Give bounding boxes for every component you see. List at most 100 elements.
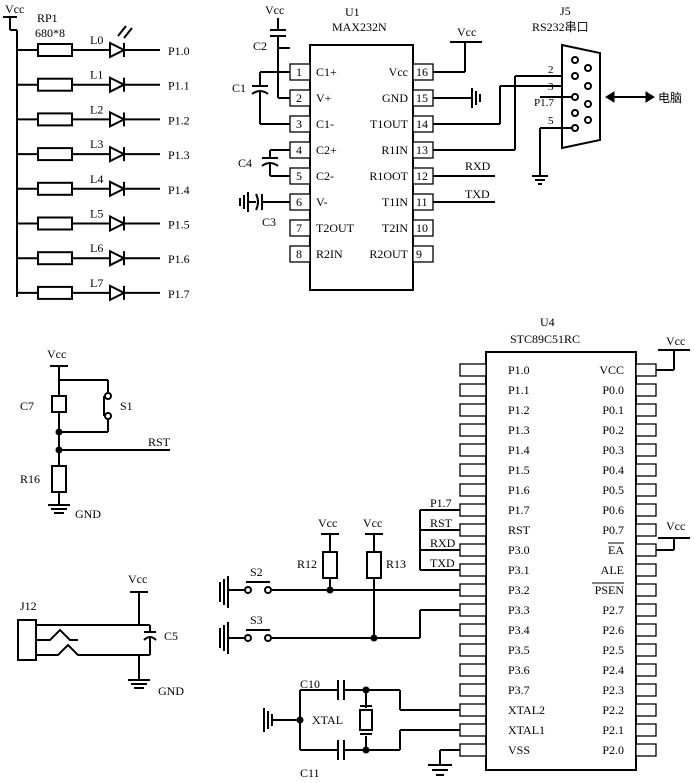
mcu-left-pin: P3.6 (459, 663, 530, 677)
pin-name: P1.1 (508, 383, 530, 397)
mcu-net-label: P1.7 (420, 496, 460, 511)
led-port-label: P1.4 (168, 183, 190, 197)
r13-label: R13 (386, 557, 406, 571)
max232-part: MAX232N (332, 20, 387, 34)
rp1-value: 680*8 (35, 26, 65, 40)
xtal-symbol (359, 709, 373, 731)
resistor-symbol (37, 251, 73, 266)
led-port-label: P1.2 (168, 113, 190, 127)
c7-symbol (51, 395, 67, 413)
mcu-left-pin: P3.5 (459, 643, 530, 657)
pin-number: 14 (416, 117, 428, 131)
vcc-label-ea: Vcc (666, 519, 685, 533)
r16-label: R16 (20, 472, 40, 486)
pin-name: XTAL1 (508, 723, 545, 737)
rs232-connector: J5 RS232串口 2 3 P1.7 5 电脑 (532, 4, 682, 185)
c5-label: C5 (164, 629, 178, 643)
max232-right-pin: 13 R1IN (381, 141, 434, 159)
led-label: L4 (90, 172, 103, 186)
pin-name: RST (508, 523, 531, 537)
mcu-net-label: TXD (420, 556, 460, 571)
r12-label: R12 (297, 557, 317, 571)
j5-p17: P1.7 (534, 97, 554, 109)
pin-name: P1.7 (508, 503, 530, 517)
net-label-text: RXD (430, 536, 456, 550)
j5-pin2: 2 (548, 64, 554, 76)
pin-name: C1- (316, 117, 334, 131)
max232-right-pin: 14 T1OUT (370, 115, 434, 133)
u1-ref: U1 (345, 5, 360, 19)
c10-label: C10 (300, 677, 320, 691)
mcu-left-pin: P1.3 (459, 423, 530, 437)
power-section: J12 Vcc C5 GND (17, 572, 184, 698)
led-label: L5 (90, 207, 103, 221)
pin-name: T1OUT (370, 117, 409, 131)
vcc-label-r13: Vcc (363, 516, 382, 530)
pin-name: P3.7 (508, 683, 530, 697)
j12-label: J12 (20, 599, 37, 613)
rst-net-label: RST (148, 435, 171, 449)
mcu-right-pin: P0.1 (602, 403, 657, 417)
pin-name: P3.6 (508, 663, 530, 677)
pin-name: T1IN (382, 195, 408, 209)
mcu-right-pin: P0.2 (602, 423, 657, 437)
mcu-chip (485, 351, 637, 771)
pin-name: C1+ (316, 65, 337, 79)
led-port-label: P1.7 (168, 287, 190, 301)
led-symbol (109, 76, 127, 94)
mcu-left-pin: P3.7 (459, 683, 530, 697)
mcu-left-pin: XTAL2 (459, 703, 545, 717)
pin-name: P3.0 (508, 543, 530, 557)
pin-name: GND (382, 91, 408, 105)
xtal-label: XTAL (312, 713, 343, 727)
mcu-right-pin: P2.0 (602, 743, 657, 757)
resistor-symbol (37, 216, 73, 231)
pin-number: 11 (416, 195, 428, 209)
pin-number: 3 (296, 117, 302, 131)
pin-number: 15 (416, 91, 428, 105)
c2-label: C2 (253, 39, 267, 53)
led-label: L0 (90, 33, 103, 47)
mcu-left-pin: P1.4 (459, 443, 530, 457)
mcu-left-pin: VSS (459, 743, 530, 757)
pin-number: 5 (296, 169, 302, 183)
s3-label: S3 (250, 613, 263, 627)
led-symbol (109, 41, 127, 59)
mcu-right-pin: P2.7 (602, 603, 657, 617)
pin-name: R2IN (316, 247, 343, 261)
mcu-right-pin: P0.4 (602, 463, 657, 477)
mcu-left-pin: P1.5 (459, 463, 530, 477)
mcu-right-pin: P2.4 (602, 663, 657, 677)
pin-number: 1 (296, 65, 302, 79)
c3-label: C3 (262, 215, 276, 229)
pin-number: 2 (296, 91, 302, 105)
pin-name: R1IN (381, 143, 408, 157)
mcu-right-pin: EA (608, 542, 657, 557)
led-port-label: P1.5 (168, 218, 190, 232)
txd-net-label: TXD (465, 187, 490, 201)
pin-number: 7 (296, 221, 302, 235)
pin-name: T2IN (382, 221, 408, 235)
pin-name: P3.3 (508, 603, 530, 617)
j5-pin3: 3 (548, 81, 554, 93)
pin-name: V+ (316, 91, 332, 105)
pin-name: P0.1 (602, 403, 624, 417)
pin-name: P2.0 (602, 743, 624, 757)
switch-section: Vcc R12 Vcc R13 S2 S3 (219, 516, 460, 654)
max232-left-pin: 1 C1+ (289, 63, 337, 81)
c7-label: C7 (20, 399, 34, 413)
resistor-symbol (37, 43, 73, 57)
pin-name: P2.4 (602, 663, 624, 677)
pin-name: VSS (508, 743, 530, 757)
led-port-label: P1.1 (168, 79, 190, 93)
pin-number: 13 (416, 143, 428, 157)
mcu-left-pin: P3.1 (459, 563, 530, 577)
